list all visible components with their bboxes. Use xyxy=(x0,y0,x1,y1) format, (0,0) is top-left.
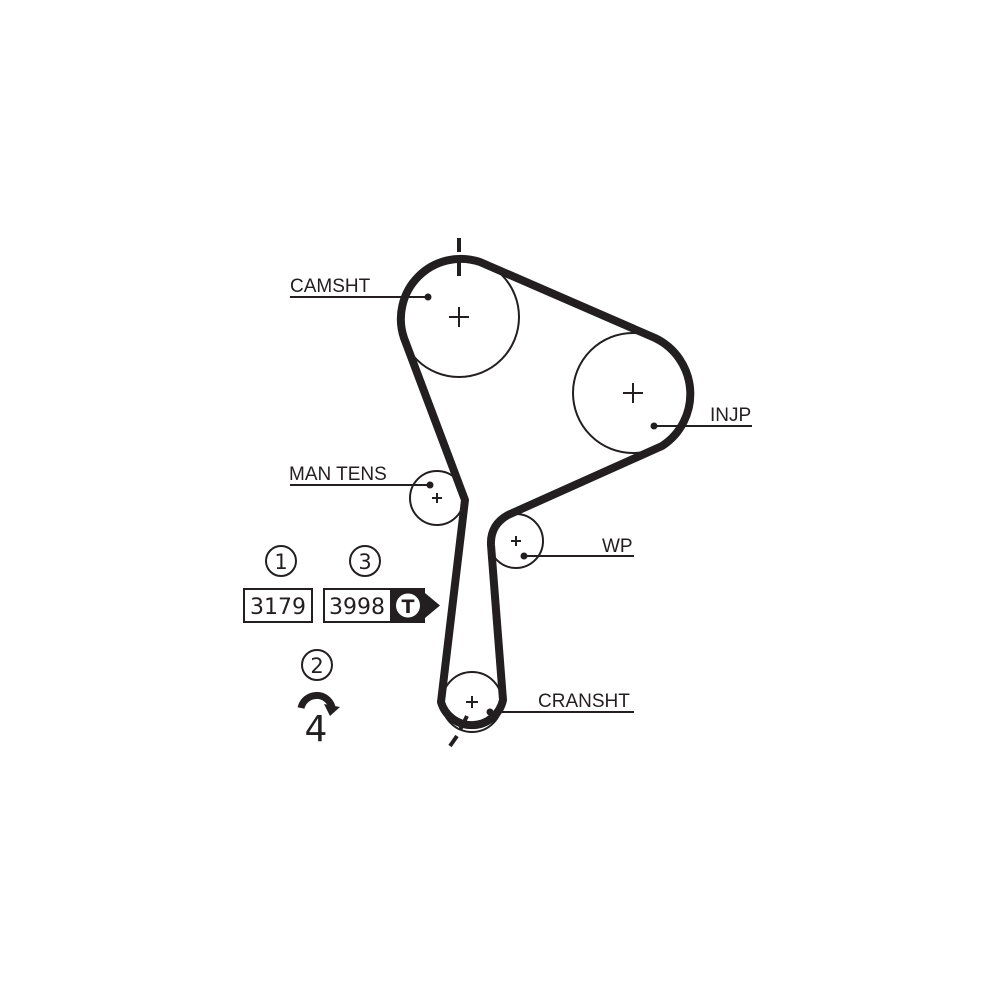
tool-glyph: T xyxy=(402,596,415,618)
crankshaft-label: CRANSHT xyxy=(538,691,630,712)
tool-icon xyxy=(396,593,420,618)
step-1-marker xyxy=(265,545,297,577)
water-pump-label: WP xyxy=(602,536,633,557)
injection-pump-center-mark xyxy=(623,383,643,403)
rotation-arrowhead-icon xyxy=(324,704,340,716)
camshaft-pulley xyxy=(398,256,520,378)
tensioner-center-mark xyxy=(432,493,442,503)
legend-step-3: 3 T 3998 xyxy=(323,545,440,623)
water-pump-center-mark xyxy=(511,536,521,546)
step-3-marker xyxy=(349,545,381,577)
legend-step-2: 2 4 xyxy=(297,649,340,750)
crankshaft-pulley xyxy=(441,671,503,733)
crankshaft-timing-mark xyxy=(448,715,469,748)
legend-step-1: 1 3179 xyxy=(243,545,313,623)
timing-belt xyxy=(396,254,695,730)
injection-pump-pulley xyxy=(572,332,694,454)
step-1-index: 1 xyxy=(274,550,287,574)
step-2-value: 4 xyxy=(305,709,328,750)
camshaft-label: CAMSHT xyxy=(290,276,371,297)
water-pump-pulley xyxy=(488,513,544,569)
manual-tensioner-pulley xyxy=(409,470,465,526)
step-3-value: 3998 xyxy=(329,595,385,620)
step-1-value: 3179 xyxy=(250,595,306,620)
step-2-marker xyxy=(301,649,333,681)
manual-tensioner-label: MAN TENS xyxy=(289,464,387,485)
tool-arrow xyxy=(425,593,440,618)
camshaft-center-mark xyxy=(449,307,469,327)
injection-pump-label: INJP xyxy=(710,405,751,426)
rotation-arrow-icon xyxy=(297,691,336,710)
step-2-index: 2 xyxy=(310,654,323,678)
step-3-index: 3 xyxy=(358,550,371,574)
crankshaft-center-mark xyxy=(466,696,478,708)
step-1-box xyxy=(243,588,313,623)
